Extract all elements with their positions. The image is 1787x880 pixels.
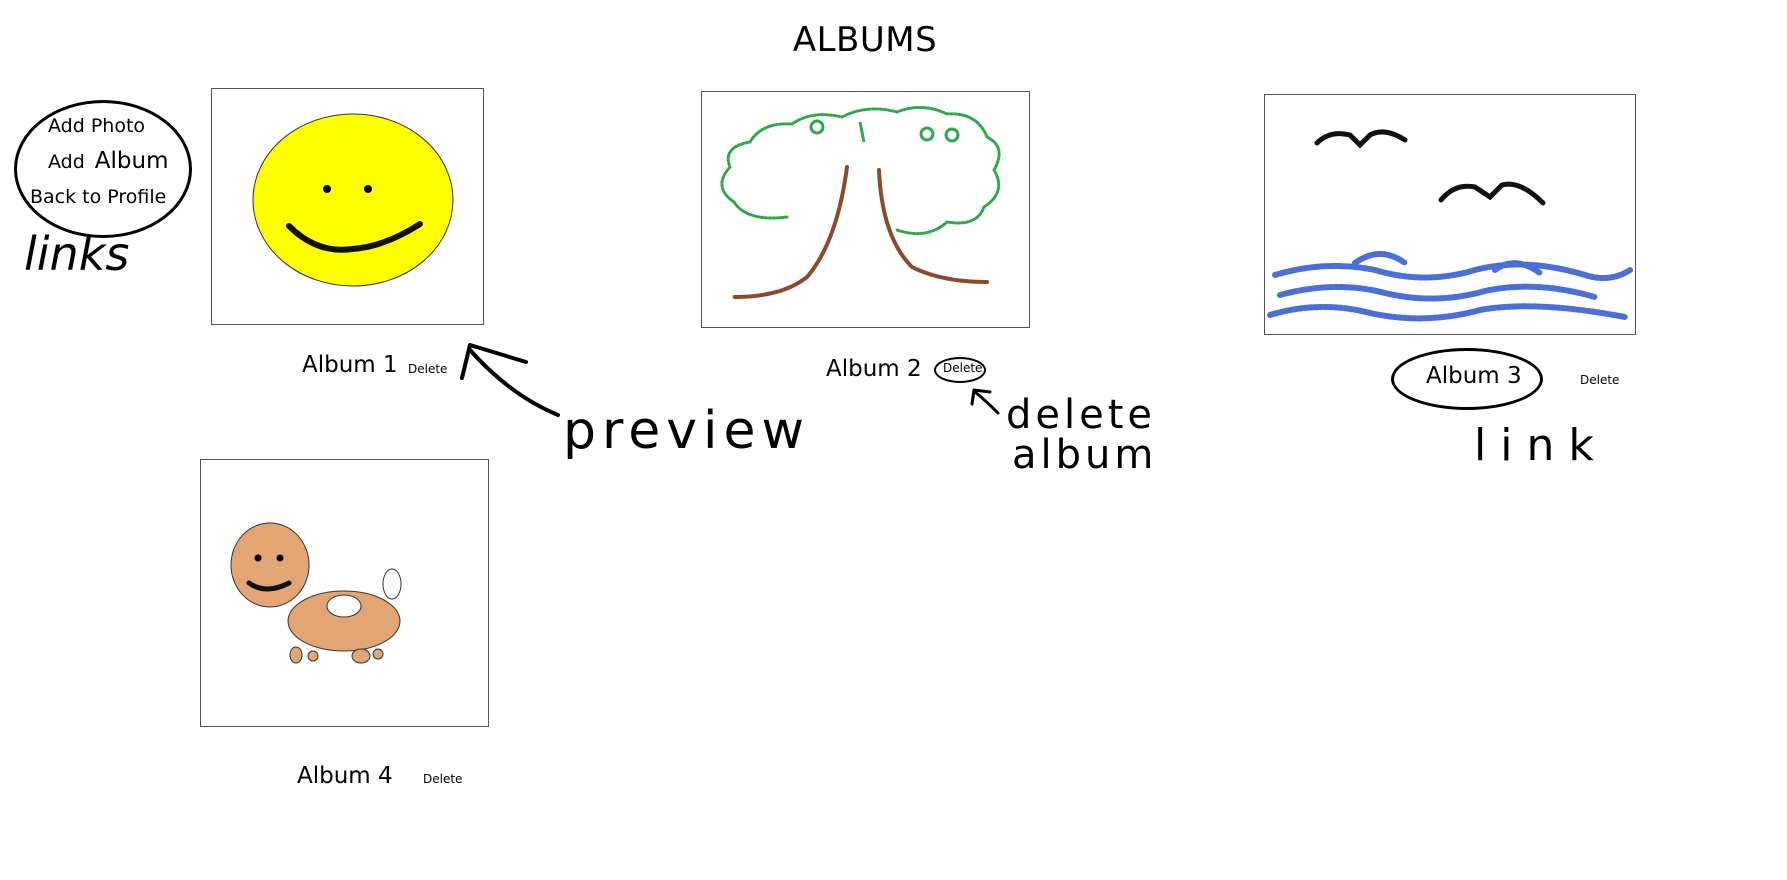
smiley-face-image — [252, 113, 454, 287]
album-1-delete-button[interactable]: Delete — [408, 362, 448, 376]
delete-annotation-line1: delete — [1006, 392, 1156, 438]
album-3-label[interactable]: Album 3 — [1426, 363, 1522, 389]
add-album-word: Album — [94, 148, 169, 174]
add-album-prefix: Add — [48, 151, 85, 173]
link-annotation-text: link — [1474, 420, 1608, 471]
dog-image — [230, 522, 402, 664]
tree-image — [720, 106, 1001, 299]
add-album-link[interactable]: Add Album — [48, 148, 169, 174]
album-2-thumbnail[interactable] — [701, 91, 1030, 328]
album-3-thumbnail[interactable] — [1264, 94, 1636, 335]
preview-annotation-text: preview — [563, 401, 810, 461]
preview-arrow — [468, 348, 560, 417]
link-annotation-oval — [1391, 348, 1543, 410]
delete-annotation-line2: album — [1012, 432, 1157, 478]
album-3-delete-button[interactable]: Delete — [1580, 373, 1620, 387]
album-1-thumbnail[interactable] — [211, 88, 484, 325]
delete-arrow — [973, 390, 1000, 415]
back-to-profile-link[interactable]: Back to Profile — [30, 186, 167, 208]
album-2-delete-button[interactable]: Delete — [943, 361, 983, 375]
delete-annotation-oval — [934, 357, 986, 383]
album-4-thumbnail[interactable] — [200, 459, 489, 727]
preview-arrowhead — [460, 343, 528, 380]
album-2-label[interactable]: Album 2 — [826, 356, 922, 382]
links-annotation-oval — [14, 100, 192, 238]
page-title: ALBUMS — [792, 20, 938, 60]
album-1-label[interactable]: Album 1 — [302, 352, 398, 378]
album-4-delete-button[interactable]: Delete — [423, 772, 463, 786]
birds-over-water-image — [1267, 129, 1633, 322]
add-photo-link[interactable]: Add Photo — [48, 115, 146, 137]
delete-arrowhead — [970, 388, 992, 406]
album-4-label[interactable]: Album 4 — [297, 763, 393, 789]
